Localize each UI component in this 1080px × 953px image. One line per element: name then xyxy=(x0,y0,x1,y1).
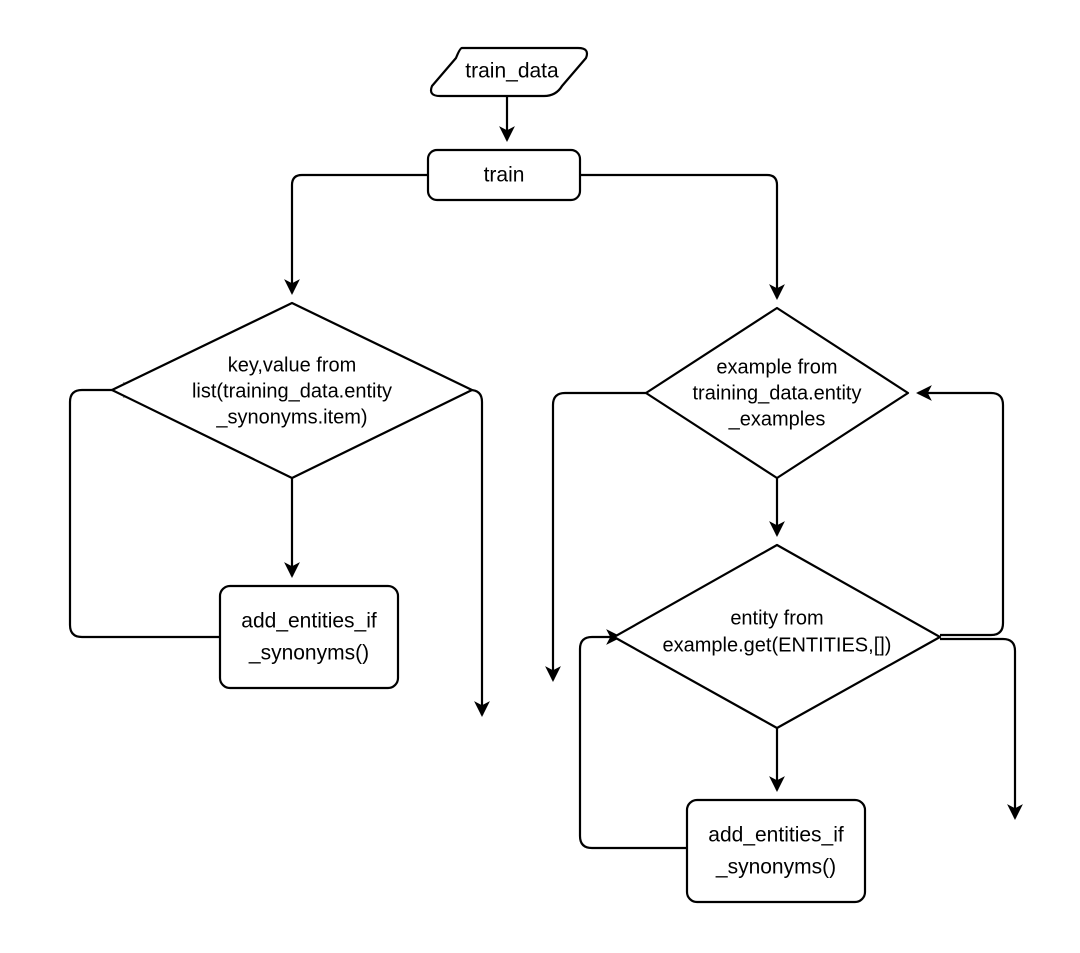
edge-loop_examples-exit xyxy=(545,391,648,682)
loop-examples-shape xyxy=(644,306,910,480)
loop-examples-label-line2: training_data.entity xyxy=(692,382,861,404)
train-data-shape xyxy=(429,46,589,98)
edge-add_entities_left-loopback xyxy=(68,382,220,639)
loop-synonyms-label-line2: list(training_data.entity xyxy=(192,380,392,402)
node-loop-entities[interactable]: entity from example.get(ENTITIES,[]) xyxy=(612,543,942,730)
node-add-entities-right[interactable]: add_entities_if _synonyms() xyxy=(685,798,867,904)
loop-entities-label-line2: example.get(ENTITIES,[]) xyxy=(663,634,892,656)
train-label: train xyxy=(484,164,525,187)
node-train[interactable]: train xyxy=(426,148,582,202)
add-entities-left-label-line1: add_entities_if xyxy=(241,610,377,633)
train-data-label: train_data xyxy=(465,60,559,83)
add-entities-right-shape xyxy=(685,798,867,904)
loop-entities-label-line1: entity from xyxy=(730,607,823,629)
add-entities-right-label-line1: add_entities_if xyxy=(708,824,844,847)
edge-loop_synonyms-exit xyxy=(447,388,490,717)
node-loop-examples[interactable]: example from training_data.entity _examp… xyxy=(644,306,910,480)
loop-synonyms-label-line3: _synonyms.item) xyxy=(215,406,367,428)
node-train-data[interactable]: train_data xyxy=(429,46,589,98)
loop-examples-label-line1: example from xyxy=(716,356,837,378)
edge-loop_entities-to-loop_examples xyxy=(916,385,1005,637)
add-entities-right-label-line2: _synonyms() xyxy=(715,856,836,879)
edge-train-to-loop_examples xyxy=(580,173,785,300)
add-entities-left-shape xyxy=(218,584,400,690)
add-entities-left-label-line2: _synonyms() xyxy=(248,642,369,665)
loop-synonyms-shape xyxy=(110,301,474,480)
node-add-entities-left[interactable]: add_entities_if _synonyms() xyxy=(218,584,400,690)
edge-loop_entities-exit xyxy=(940,637,1023,820)
node-loop-synonyms[interactable]: key,value from list(training_data.entity… xyxy=(110,301,474,480)
loop-entities-shape xyxy=(612,543,942,730)
train-shape xyxy=(426,148,582,202)
edge-add_entities_right-loopback xyxy=(578,629,687,850)
loop-examples-label-line3: _examples xyxy=(728,408,826,430)
edge-train-to-loop_synonyms xyxy=(284,173,428,295)
loop-synonyms-label-line1: key,value from xyxy=(228,354,357,376)
